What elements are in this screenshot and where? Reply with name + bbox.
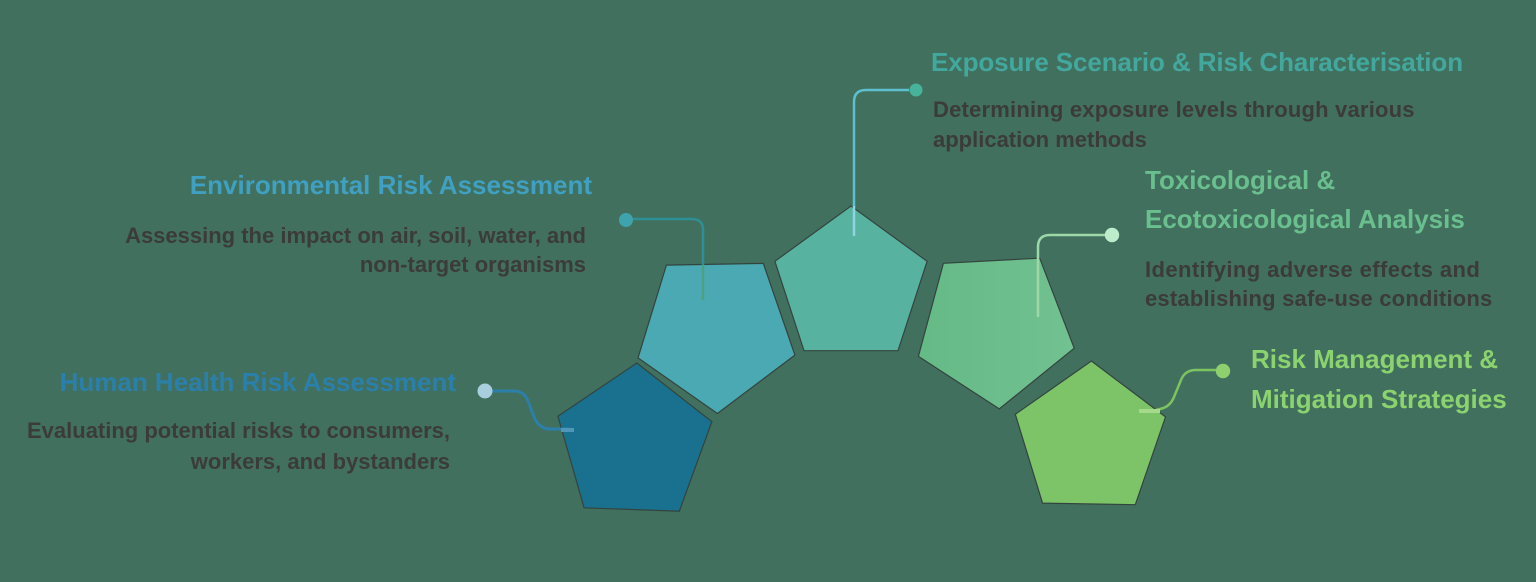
svg-text:Determining exposure levels th: Determining exposure levels through vari… [933, 97, 1415, 122]
svg-text:Toxicological &: Toxicological & [1145, 165, 1335, 195]
svg-text:Environmental Risk Assessment: Environmental Risk Assessment [190, 170, 593, 200]
svg-text:Risk Management &: Risk Management & [1251, 344, 1498, 374]
svg-text:Human Health Risk Assessment: Human Health Risk Assessment [60, 367, 457, 397]
svg-text:Ecotoxicological Analysis: Ecotoxicological Analysis [1145, 204, 1465, 234]
svg-text:Identifying adverse effects an: Identifying adverse effects and [1145, 257, 1480, 282]
svg-text:workers, and bystanders: workers, and bystanders [190, 449, 450, 474]
svg-text:establishing safe-use conditio: establishing safe-use conditions [1145, 286, 1492, 311]
svg-text:Assessing the impact on air, s: Assessing the impact on air, soil, water… [125, 223, 586, 248]
svg-text:application methods: application methods [933, 127, 1147, 152]
svg-text:non-target organisms: non-target organisms [360, 252, 586, 277]
svg-text:Exposure Scenario & Risk Chara: Exposure Scenario & Risk Characterisatio… [931, 47, 1463, 77]
svg-text:Evaluating potential risks to: Evaluating potential risks to consumers, [27, 418, 450, 443]
svg-text:Mitigation Strategies: Mitigation Strategies [1251, 384, 1507, 414]
